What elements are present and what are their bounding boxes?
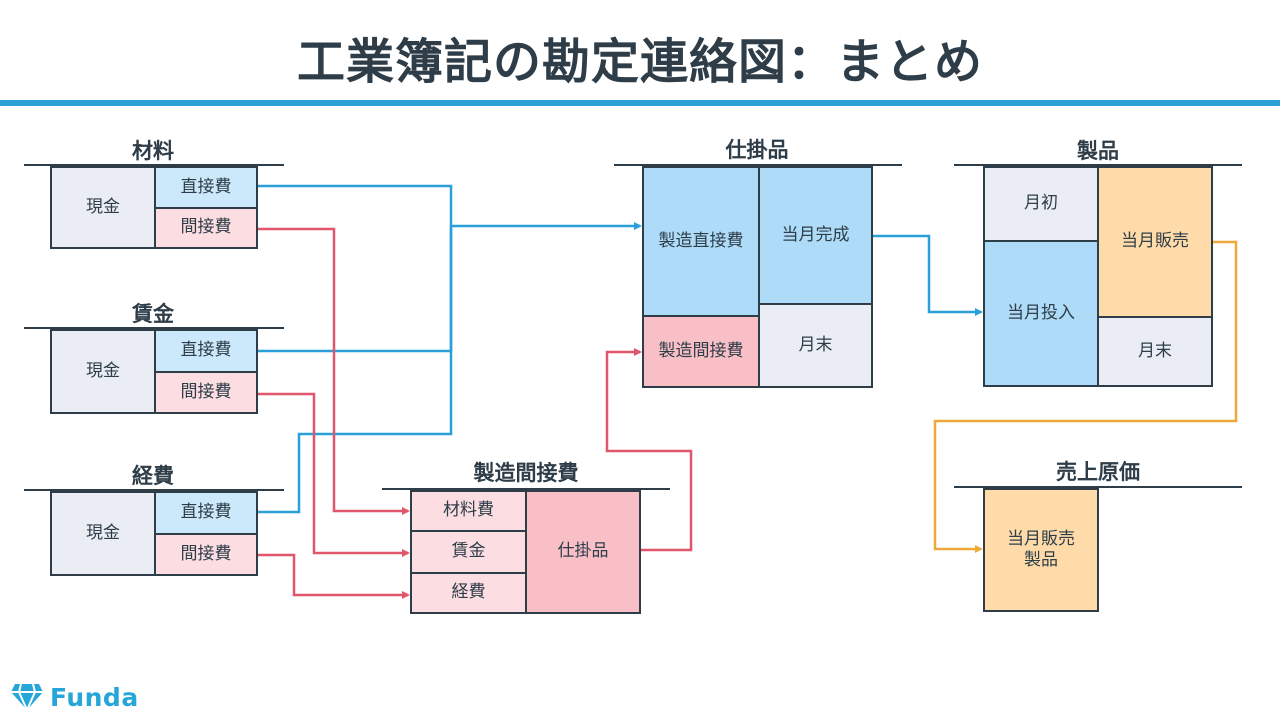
title-underline [0,100,1280,106]
product-ending: 月末 [1097,316,1213,387]
product-sales: 当月販売 [1097,166,1213,318]
overhead-t-line [382,488,670,490]
diamond-icon [11,683,43,711]
funda-logo: Funda [10,682,139,712]
wip-account-label: 仕掛品 [725,138,789,162]
expenses-account-label: 経費 [132,464,174,488]
wages-indirect: 間接費 [154,371,258,414]
flow-materials-indirect [258,227,410,515]
expenses-t-line [24,489,284,491]
flow-wages-indirect [258,392,410,557]
product-input: 当月投入 [983,240,1099,387]
wip-direct-costs: 製造直接費 [642,166,760,317]
cogs-sales: 当月販売 製品 [983,488,1099,612]
product-account-label: 製品 [1077,139,1119,163]
flow-expenses-indirect [258,553,410,599]
expenses-cash: 現金 [50,491,156,576]
overhead-account-label: 製造間接費 [473,461,579,485]
logo-text: Funda [50,682,139,712]
materials-direct: 直接費 [154,166,258,209]
wages-account-label: 賃金 [132,302,174,326]
flow-wages-direct [258,226,453,353]
page-title: 工業簿記の勘定連絡図：まとめ [296,34,983,90]
wages-cash: 現金 [50,329,156,414]
cogs-sales-line1: 当月販売 [1007,528,1075,549]
wip-ending: 月末 [758,303,873,388]
materials-account-label: 材料 [132,139,174,163]
wip-indirect-costs: 製造間接費 [642,315,760,388]
materials-indirect: 間接費 [154,207,258,249]
overhead-expenses: 経費 [410,572,527,614]
overhead-wages: 賃金 [410,530,527,574]
wip-completed: 当月完成 [758,166,873,305]
overhead-to-wip: 仕掛品 [525,490,641,614]
expenses-indirect: 間接費 [154,533,258,576]
materials-t-line [24,164,284,166]
wages-direct: 直接費 [154,329,258,373]
wip-t-line [614,164,902,166]
overhead-materials: 材料費 [410,490,527,532]
cogs-sales-line2: 製品 [1024,550,1058,570]
flow-materials-direct [258,184,453,226]
wages-t-line [24,327,284,329]
product-beginning: 月初 [983,166,1099,242]
cogs-account-label: 売上原価 [1056,460,1140,484]
materials-cash: 現金 [50,166,156,249]
product-t-line [954,164,1242,166]
expenses-direct: 直接費 [154,491,258,535]
flow-completed-to-product [873,234,983,316]
